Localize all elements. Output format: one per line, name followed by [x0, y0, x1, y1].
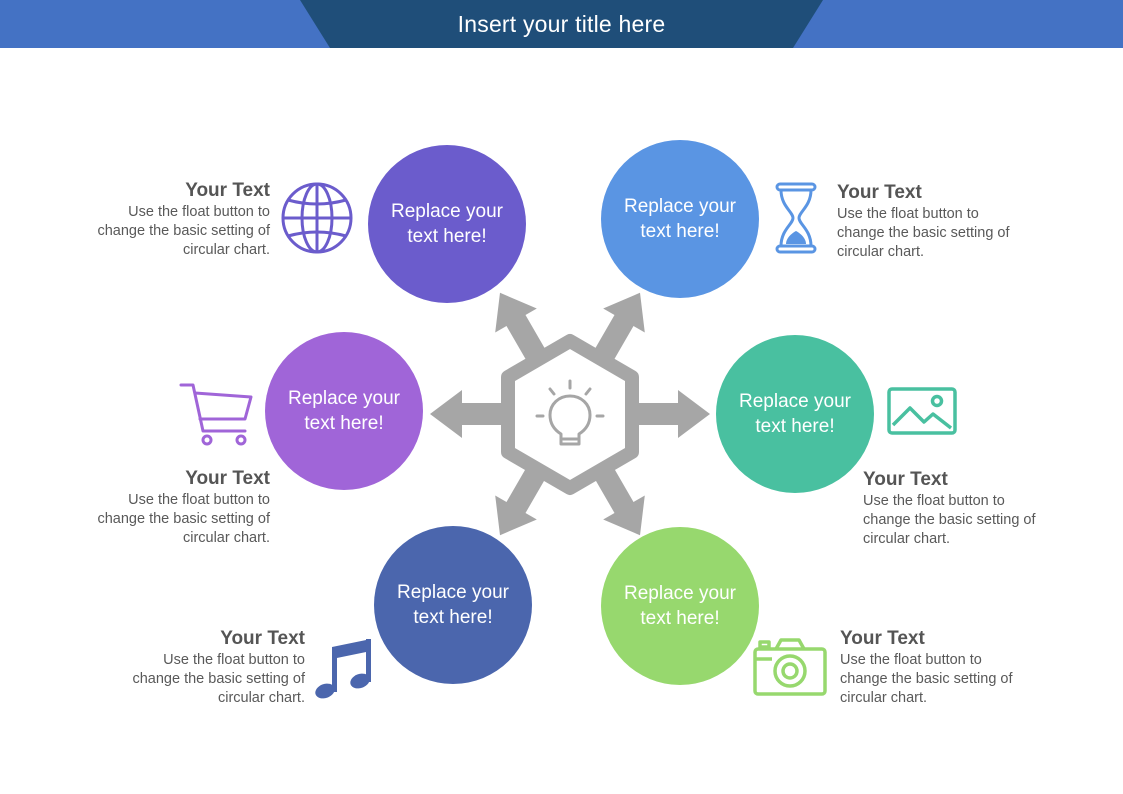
globe-icon: [281, 182, 353, 254]
text-body-line: Use the float button to: [128, 204, 270, 220]
text-block-bottom-left[interactable]: Your Text Use the float button to change…: [65, 628, 305, 708]
text-body-line: circular chart.: [182, 530, 270, 546]
text-block-bottom-right[interactable]: Your Text Use the float button to change…: [840, 628, 1080, 708]
text-block-mid-left[interactable]: Your Text Use the float button to change…: [30, 468, 270, 548]
text-block-mid-right[interactable]: Your Text Use the float button to change…: [863, 469, 1103, 549]
text-body-line: Use the float button to: [863, 493, 1005, 509]
arrow-right: [600, 390, 710, 438]
shopping-cart-icon: [179, 383, 253, 446]
text-body-line: change the basic setting of: [840, 671, 1013, 687]
node-circle-bottom-right[interactable]: Replace your text here!: [601, 527, 759, 685]
image-icon: [887, 387, 957, 435]
text-heading: Your Text: [185, 468, 270, 489]
text-body-line: circular chart.: [182, 242, 270, 258]
text-body-line: Use the float button to: [840, 652, 982, 668]
arrow-left: [430, 390, 540, 438]
camera-icon: [753, 638, 827, 696]
text-block-top-left[interactable]: Your Text Use the float button to change…: [30, 180, 270, 260]
text-heading: Your Text: [837, 182, 922, 203]
text-body-line: change the basic setting of: [863, 512, 1036, 528]
text-body-line: Use the float button to: [163, 652, 305, 668]
text-heading: Your Text: [863, 469, 948, 490]
hourglass-icon: [775, 182, 817, 254]
text-body-line: Use the float button to: [128, 492, 270, 508]
text-body-line: change the basic setting of: [97, 511, 270, 527]
node-circle-top-left[interactable]: Replace your text here!: [368, 145, 526, 303]
node-circle-mid-left[interactable]: Replace your text here!: [265, 332, 423, 490]
node-label: Replace your text here!: [397, 582, 509, 628]
node-circle-top-right[interactable]: Replace your text here!: [601, 140, 759, 298]
title-bar: [0, 0, 1123, 48]
node-label: Replace your text here!: [288, 388, 400, 434]
center-hexagon: [501, 334, 639, 495]
text-heading: Your Text: [840, 628, 925, 649]
text-heading: Your Text: [220, 628, 305, 649]
text-body-line: circular chart.: [217, 690, 305, 706]
node-label: Replace your text here!: [739, 391, 851, 437]
node-label: Replace your text here!: [391, 201, 503, 247]
text-body-line: circular chart.: [837, 244, 925, 260]
lightbulb-icon: [535, 379, 605, 446]
text-body-line: circular chart.: [863, 531, 951, 547]
node-label: Replace your text here!: [624, 196, 736, 242]
text-heading: Your Text: [185, 180, 270, 201]
node-label: Replace your text here!: [624, 583, 736, 629]
text-body-line: change the basic setting of: [97, 223, 270, 239]
node-circle-mid-right[interactable]: Replace your text here!: [716, 335, 874, 493]
page-title[interactable]: Insert your title here: [457, 10, 666, 37]
music-note-icon: [315, 639, 371, 699]
text-body-line: circular chart.: [840, 690, 928, 706]
text-body-line: change the basic setting of: [132, 671, 305, 687]
text-body-line: change the basic setting of: [837, 225, 1010, 241]
node-circle-bottom-left[interactable]: Replace your text here!: [374, 526, 532, 684]
text-body-line: Use the float button to: [837, 206, 979, 222]
text-block-top-right[interactable]: Your Text Use the float button to change…: [837, 182, 1077, 262]
